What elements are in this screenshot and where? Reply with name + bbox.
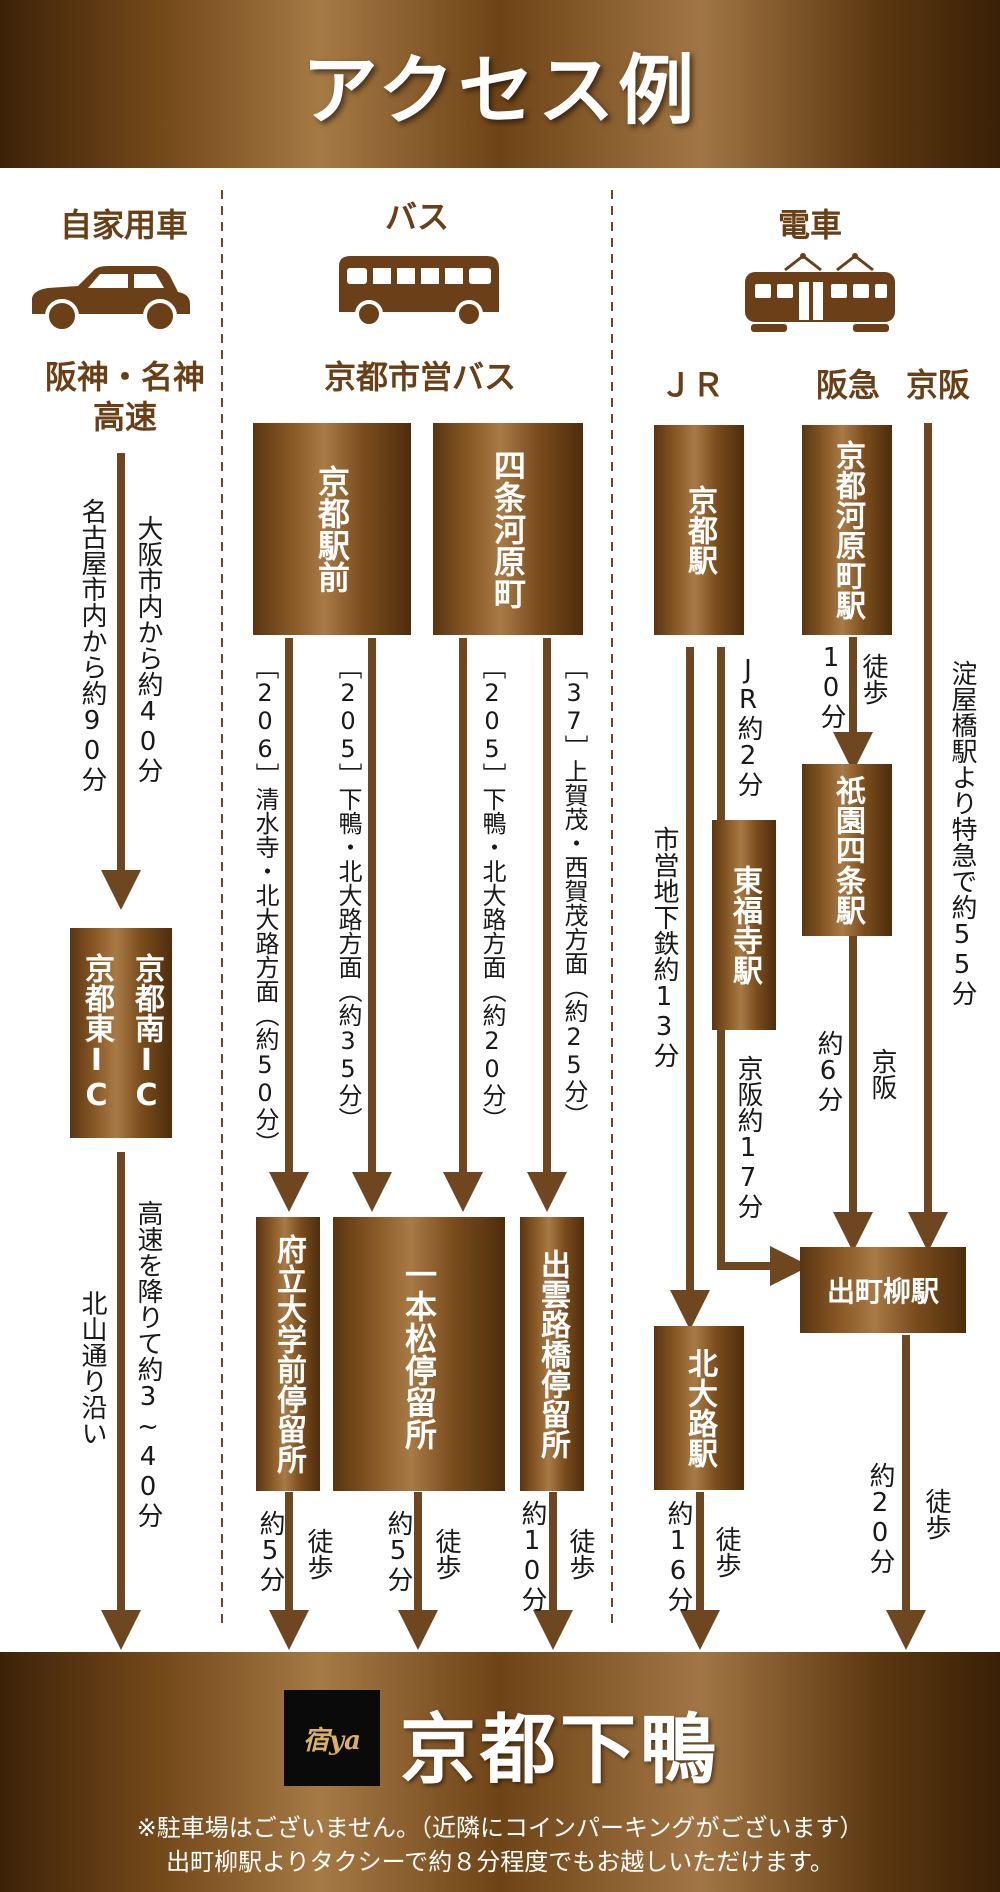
station-tofukuji: 東福寺駅	[712, 820, 776, 1030]
bus-dest-furitsu: 府立大学前停留所	[256, 1217, 320, 1491]
logo-mark: 宿ya	[284, 1690, 380, 1786]
bus-walk-izumoji-label: 徒歩	[565, 1528, 595, 1580]
train-walk-10-label: 徒歩	[858, 653, 888, 705]
bus-operator: 京都市営バス	[323, 358, 516, 396]
car-street: 北山通り沿い	[77, 1290, 107, 1446]
bus-walk-furitsu-label: 徒歩	[303, 1528, 333, 1580]
bus-dest-ippon: 一本松停留所	[333, 1217, 505, 1491]
category-bus: バス	[384, 198, 449, 236]
train-walk-demachi-time: 約20分	[865, 1462, 895, 1574]
train-walk-demachi-label: 徒歩	[921, 1488, 951, 1540]
car-route-line2: 高速	[92, 398, 157, 436]
footer-banner: 宿ya 京都下鴨 ※駐車場はございません。（近隣にコインパーキングがございます）…	[0, 1652, 1000, 1892]
station-kitaoji: 北大路駅	[654, 1326, 744, 1490]
car-exit-time: 高速を降りて約3~40分	[133, 1200, 163, 1528]
category-train: 電車	[777, 206, 842, 244]
bus-walk-ippon-time: 約5分	[383, 1510, 413, 1592]
bus-stop-kyoto-station: 京都駅前	[253, 423, 411, 635]
bus-route-205b: ［205］下鴨・北大路方面（約20分）	[478, 655, 506, 1131]
train-walk-6-time: 約6分	[813, 1030, 843, 1112]
footer-note-1: ※駐車場はございません。（近隣にコインパーキングがございます）	[136, 1814, 864, 1842]
train-yodoyabashi: 淀屋橋駅より特急で約55分	[947, 660, 977, 1006]
train-jr-time: JR約2分	[733, 655, 763, 797]
category-car: 自家用車	[59, 206, 188, 244]
train-keihan-label: 京阪	[905, 366, 970, 404]
train-subway-time: 市営地下鉄約13分	[649, 826, 679, 1068]
car-route-line1: 阪神・名神	[44, 358, 205, 396]
station-kyoto: 京都駅	[654, 425, 744, 635]
page-title: アクセス例	[301, 46, 699, 135]
car-route-label: 阪神・名神 高速	[30, 357, 220, 437]
bus-icon	[339, 256, 499, 328]
car-nagoya-time: 名古屋市内から約90分	[77, 498, 107, 792]
brand-name: 京都下鴨	[400, 1705, 720, 1794]
ic-box: 京都南IC 京都東IC	[70, 928, 172, 1138]
bus-route-37: ［37］上賀茂・西賀茂方面（約25分）	[560, 655, 588, 1127]
bus-route-206: ［206］清水寺・北大路方面（約50分）	[251, 655, 279, 1155]
bus-walk-ippon-label: 徒歩	[431, 1528, 461, 1580]
bus-dest-izumoji: 出雲路橋停留所	[520, 1217, 584, 1491]
train-walk-10-time: 10分	[816, 643, 846, 729]
footer-note-2: 出町柳駅よりタクシーで約８分程度でもお越しいただけます。	[166, 1848, 834, 1876]
bus-walk-furitsu-time: 約5分	[255, 1510, 285, 1592]
train-walk-kitaoji-time: 約16分	[663, 1500, 693, 1612]
train-jr-label: ＪＲ	[659, 366, 724, 404]
station-kawaramachi: 京都河原町駅	[802, 425, 892, 635]
station-demachiyanagi: 出町柳駅	[800, 1247, 966, 1333]
header-banner: アクセス例	[0, 0, 1000, 168]
train-keihan-label-mid: 京阪	[867, 1048, 897, 1100]
bus-walk-izumoji-time: 約10分	[517, 1500, 547, 1612]
station-gion-shijo: 祇園四条駅	[802, 764, 892, 936]
train-keihan-17: 京阪約17分	[733, 1055, 763, 1219]
ic-south: 京都南IC	[129, 953, 164, 1113]
bus-route-205a: ［205］下鴨・北大路方面（約35分）	[334, 655, 362, 1131]
train-icon	[745, 253, 895, 332]
bus-stop-shijo: 四条河原町	[433, 423, 583, 635]
train-walk-kitaoji-label: 徒歩	[711, 1526, 741, 1578]
car-icon	[32, 266, 190, 333]
ic-east: 京都東IC	[79, 953, 114, 1113]
car-osaka-time: 大阪市内から約40分	[133, 515, 163, 783]
train-hankyu-label: 阪急	[815, 366, 880, 404]
